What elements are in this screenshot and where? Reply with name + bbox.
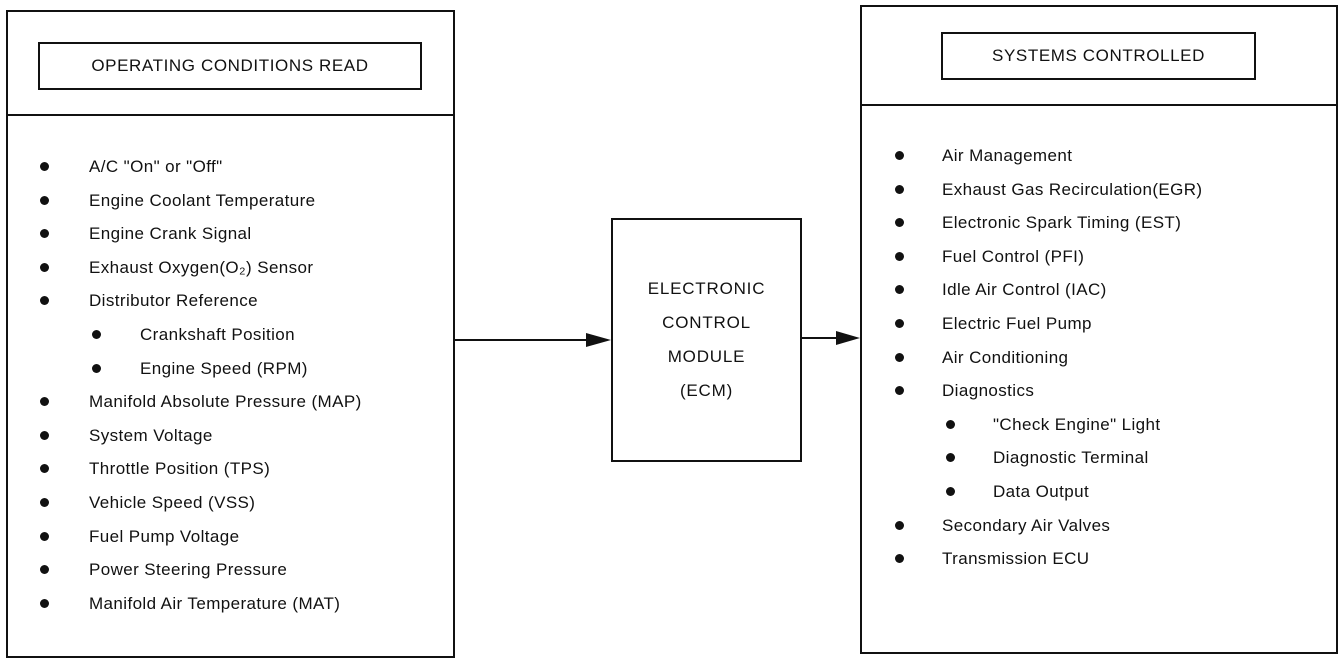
list-item-label: Secondary Air Valves [942,515,1111,535]
bullet-icon [946,486,955,496]
list-item-label: A/C "On" or "Off" [89,157,223,176]
list-item-label: Diagnostic Terminal [993,448,1149,468]
list-item-label: Vehicle Speed (VSS) [89,492,256,512]
list-item-label: Air Management [942,146,1073,165]
bullet-icon [40,598,49,608]
bullet-icon [895,151,904,160]
list-item-label: Diagnostics [942,381,1035,401]
list-item-label: Air Conditioning [942,347,1069,367]
list-item-label: Transmission ECU [942,549,1090,569]
list-item-label: Data Output [993,481,1090,501]
list-item-label: Throttle Position (TPS) [89,459,271,479]
ecm-to-output-arrowhead [836,331,860,345]
list-item-label: "Check Engine" Light [993,414,1161,434]
list-item-label: Power Steering Pressure [89,560,288,580]
list-item-label: Fuel Control (PFI) [942,246,1085,266]
bullet-icon [895,318,904,328]
bullet-icon [895,352,904,362]
bullet-icon [946,453,955,463]
ecm-box: ELECTRONIC CONTROL MODULE (ECM) [611,218,802,462]
bullet-icon [40,531,49,541]
list-item-label: Crankshaft Position [140,324,296,344]
bullet-icon [895,520,904,530]
input-to-ecm-arrowhead [586,333,611,347]
list-item-label: Electric Fuel Pump [942,313,1092,333]
list-item-label: Idle Air Control (IAC) [942,280,1107,300]
bullet-icon [895,285,904,295]
bullet-icon [40,229,49,239]
ecm-label-line: (ECM) [679,381,734,400]
systems-controlled-title: SYSTEMS CONTROLLED [941,32,1256,80]
ecm-label-line: CONTROL [662,313,751,332]
list-item-label: System Voltage [89,425,213,445]
bullet-icon [40,397,49,407]
bullet-icon [895,386,904,396]
operating-conditions-panel: OPERATING CONDITIONS READ A/C "On" or "O… [6,10,455,658]
list-item-label: Fuel Pump Voltage [89,526,240,546]
bullet-icon [40,430,49,440]
bullet-icon [895,554,904,564]
bullet-icon [40,296,49,306]
operating-conditions-header: OPERATING CONDITIONS READ [8,12,453,116]
bullet-icon [40,195,49,205]
bullet-icon [40,565,49,575]
bullet-icon [40,464,49,474]
list-item-label: Electronic Spark Timing (EST) [942,213,1182,233]
bullet-icon [895,251,904,261]
bullet-icon [40,497,49,507]
bullet-icon [895,184,904,194]
bullet-icon [92,363,101,373]
ecm-label-line: MODULE [667,347,746,366]
bullet-icon [40,162,49,171]
list-item-label: Manifold Air Temperature (MAT) [89,593,341,613]
list-item-label: Manifold Absolute Pressure (MAP) [89,392,362,412]
list-item-label: Engine Speed (RPM) [140,358,308,378]
systems-controlled-header: SYSTEMS CONTROLLED [862,7,1336,106]
operating-conditions-title: OPERATING CONDITIONS READ [38,42,422,90]
list-item-label: Engine Crank Signal [89,224,252,244]
list-item-label: Exhaust Oxygen(O₂) Sensor [89,257,314,277]
list-item-label: Engine Coolant Temperature [89,190,316,210]
list-item-label: Distributor Reference [89,291,259,311]
bullet-icon [92,329,101,339]
bullet-icon [40,262,49,272]
bullet-icon [946,419,955,429]
ecm-label-line: ELECTRONIC [647,279,766,298]
list-item-label: Exhaust Gas Recirculation(EGR) [942,179,1203,199]
bullet-icon [895,218,904,228]
